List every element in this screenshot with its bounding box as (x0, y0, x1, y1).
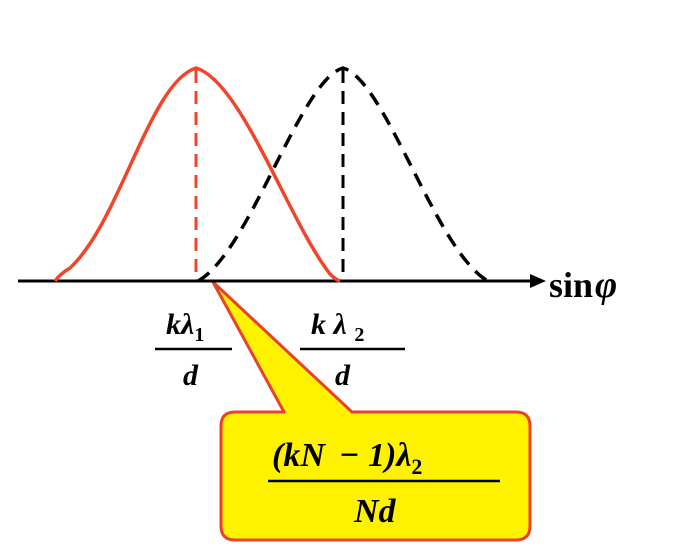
x-axis-arrowhead (530, 274, 546, 288)
axis-label: sinφ (549, 264, 617, 306)
callout-balloon (211, 280, 532, 542)
tick-label-right: k λ 2 d (300, 308, 405, 392)
callout-numerator: (kN− 1)λ2 (272, 437, 422, 479)
tick-left-numerator: kλ1 (166, 308, 204, 346)
tick-label-left: kλ1 d (155, 308, 232, 392)
callout-denominator: Nd (353, 493, 397, 530)
dashed-peak-curve (197, 66, 489, 283)
tick-left-denominator: d (183, 359, 199, 392)
solid-peak-curve (53, 66, 341, 283)
tick-right-numerator: k λ 2 (311, 308, 364, 346)
tick-right-denominator: d (335, 359, 351, 392)
callout-formula: (kN− 1)λ2 Nd (268, 437, 500, 530)
